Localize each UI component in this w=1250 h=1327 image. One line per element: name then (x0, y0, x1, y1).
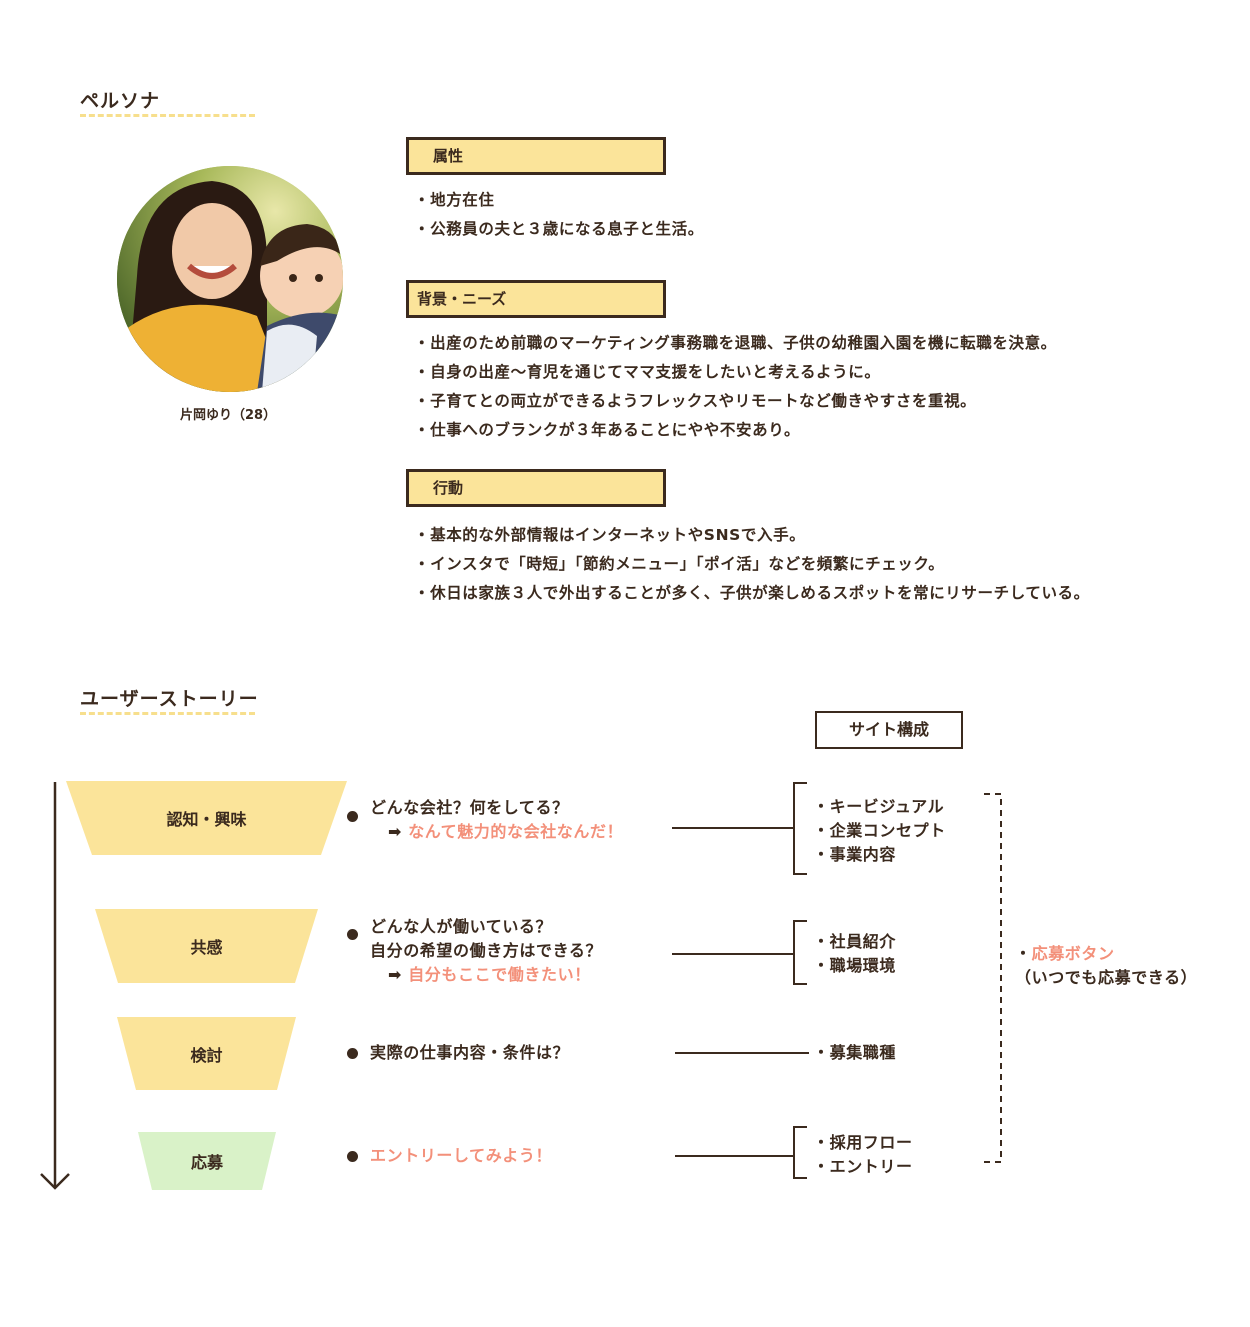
background-list: 出産のため前職のマーケティング事務職を退職、子供の幼稚園入園を機に転職を決意。 … (414, 329, 1057, 445)
stage-questions: 実際の仕事内容・条件は？ (370, 1041, 569, 1065)
site-item: 募集職種 (813, 1041, 896, 1065)
funnel-stage-label: 応募 (190, 1153, 223, 1172)
site-item: エントリー (813, 1155, 913, 1179)
behavior-item: インスタで「時短」「節約メニュー」「ポイ活」などを頻繁にチェック。 (414, 550, 1090, 579)
stage-highlight-apply: エントリーしてみよう！ (370, 1146, 553, 1165)
background-item: 子育てとの両立ができるようフレックスやリモートなど働きやすさを重視。 (414, 387, 1057, 416)
funnel-shape (66, 781, 347, 855)
highlight-line: ➡ なんて魅力的な会社なんだ！ (370, 820, 623, 844)
connector-line (675, 1155, 794, 1157)
right-arrow-icon: ➡ (388, 965, 403, 984)
apply-button-label-line: ・応募ボタン (1015, 944, 1115, 963)
site-items-awareness: キービジュアル 企業コンセプト 事業内容 (813, 795, 946, 867)
behavior-item: 休日は家族３人で外出することが多く、子供が楽しめるスポットを常にリサーチしている… (414, 579, 1090, 608)
dashed-bracket (984, 793, 1002, 1163)
site-item: キービジュアル (813, 795, 946, 819)
bracket (793, 782, 807, 875)
highlight-text: なんて魅力的な会社なんだ！ (408, 822, 624, 841)
behavior-item: 基本的な外部情報はインターネットやSNSで入手。 (414, 521, 1090, 550)
behavior-label-box: 行動 (406, 469, 666, 507)
site-items-consideration: 募集職種 (813, 1041, 896, 1065)
funnel-shape (95, 909, 318, 983)
funnel-stage-awareness: 認知・興味 (66, 781, 347, 855)
site-item: 社員紹介 (813, 930, 896, 954)
background-item: 仕事へのブランクが３年あることにやや不安あり。 (414, 416, 1057, 445)
site-item: 採用フロー (813, 1131, 913, 1155)
persona-title: ペルソナ (80, 90, 161, 112)
bullet-dot (347, 811, 358, 822)
question-line: どんな会社？何をしてる？ (370, 798, 569, 817)
connector-line (675, 1052, 809, 1054)
flow-down-arrow (40, 782, 70, 1190)
apply-button-label: 応募ボタン (1031, 944, 1115, 963)
question-line: どんな人が働いている？ (370, 917, 553, 936)
funnel-shape (117, 1017, 296, 1090)
persona-photo (117, 166, 343, 392)
attributes-list: 地方在住 公務員の夫と３歳になる息子と生活。 (414, 186, 704, 244)
attributes-item: 地方在住 (414, 186, 704, 215)
bullet-dot (347, 1048, 358, 1059)
behavior-list: 基本的な外部情報はインターネットやSNSで入手。 インスタで「時短」「節約メニュ… (414, 521, 1090, 608)
background-item: 出産のため前職のマーケティング事務職を退職、子供の幼稚園入園を機に転職を決意。 (414, 329, 1057, 358)
funnel-stage-apply: 応募 (138, 1132, 276, 1190)
site-item: 職場環境 (813, 954, 896, 978)
highlight-line: ➡ 自分もここで働きたい！ (370, 963, 602, 987)
bullet-dot (347, 1151, 358, 1162)
bracket (793, 1126, 807, 1179)
background-item: 自身の出産〜育児を通じてママ支援をしたいと考えるように。 (414, 358, 1057, 387)
apply-button-note: ・応募ボタン （いつでも応募できる） (1015, 942, 1197, 990)
funnel-shape (138, 1132, 276, 1190)
persona-name-caption: 片岡ゆり（28） (180, 408, 277, 423)
funnel-stage-label: 共感 (190, 938, 223, 957)
background-label-box: 背景・ニーズ (406, 280, 666, 318)
attributes-label-box: 属性 (406, 137, 666, 175)
persona-title-underline (80, 114, 255, 117)
bullet-dot (347, 929, 358, 940)
bracket (793, 920, 807, 985)
connector-line (672, 827, 794, 829)
story-title-underline (80, 712, 255, 715)
apply-button-sub: （いつでも応募できる） (1015, 968, 1198, 987)
question-line: 自分の希望の働き方はできる？ (370, 941, 603, 960)
stage-questions: どんな人が働いている？ 自分の希望の働き方はできる？ ➡ 自分もここで働きたい！ (370, 915, 602, 987)
connector-line (672, 953, 794, 955)
right-arrow-icon: ➡ (388, 822, 403, 841)
story-title: ユーザーストーリー (80, 688, 259, 710)
site-item: 企業コンセプト (813, 819, 946, 843)
funnel-stage-consideration: 検討 (117, 1017, 296, 1090)
attributes-item: 公務員の夫と３歳になる息子と生活。 (414, 215, 704, 244)
question-line: 実際の仕事内容・条件は？ (370, 1043, 570, 1062)
funnel-stage-label: 検討 (190, 1045, 223, 1065)
stage-questions: どんな会社？何をしてる？ ➡ なんて魅力的な会社なんだ！ (370, 796, 623, 844)
site-items-apply: 採用フロー エントリー (813, 1131, 913, 1179)
site-item: 事業内容 (813, 843, 946, 867)
funnel-stage-empathy: 共感 (95, 909, 318, 983)
site-items-empathy: 社員紹介 職場環境 (813, 930, 896, 978)
highlight-text: 自分もここで働きたい！ (408, 965, 591, 984)
site-structure-header: サイト構成 (815, 711, 963, 749)
persona-photo-illustration (117, 166, 343, 392)
funnel-stage-label: 認知・興味 (166, 810, 247, 829)
